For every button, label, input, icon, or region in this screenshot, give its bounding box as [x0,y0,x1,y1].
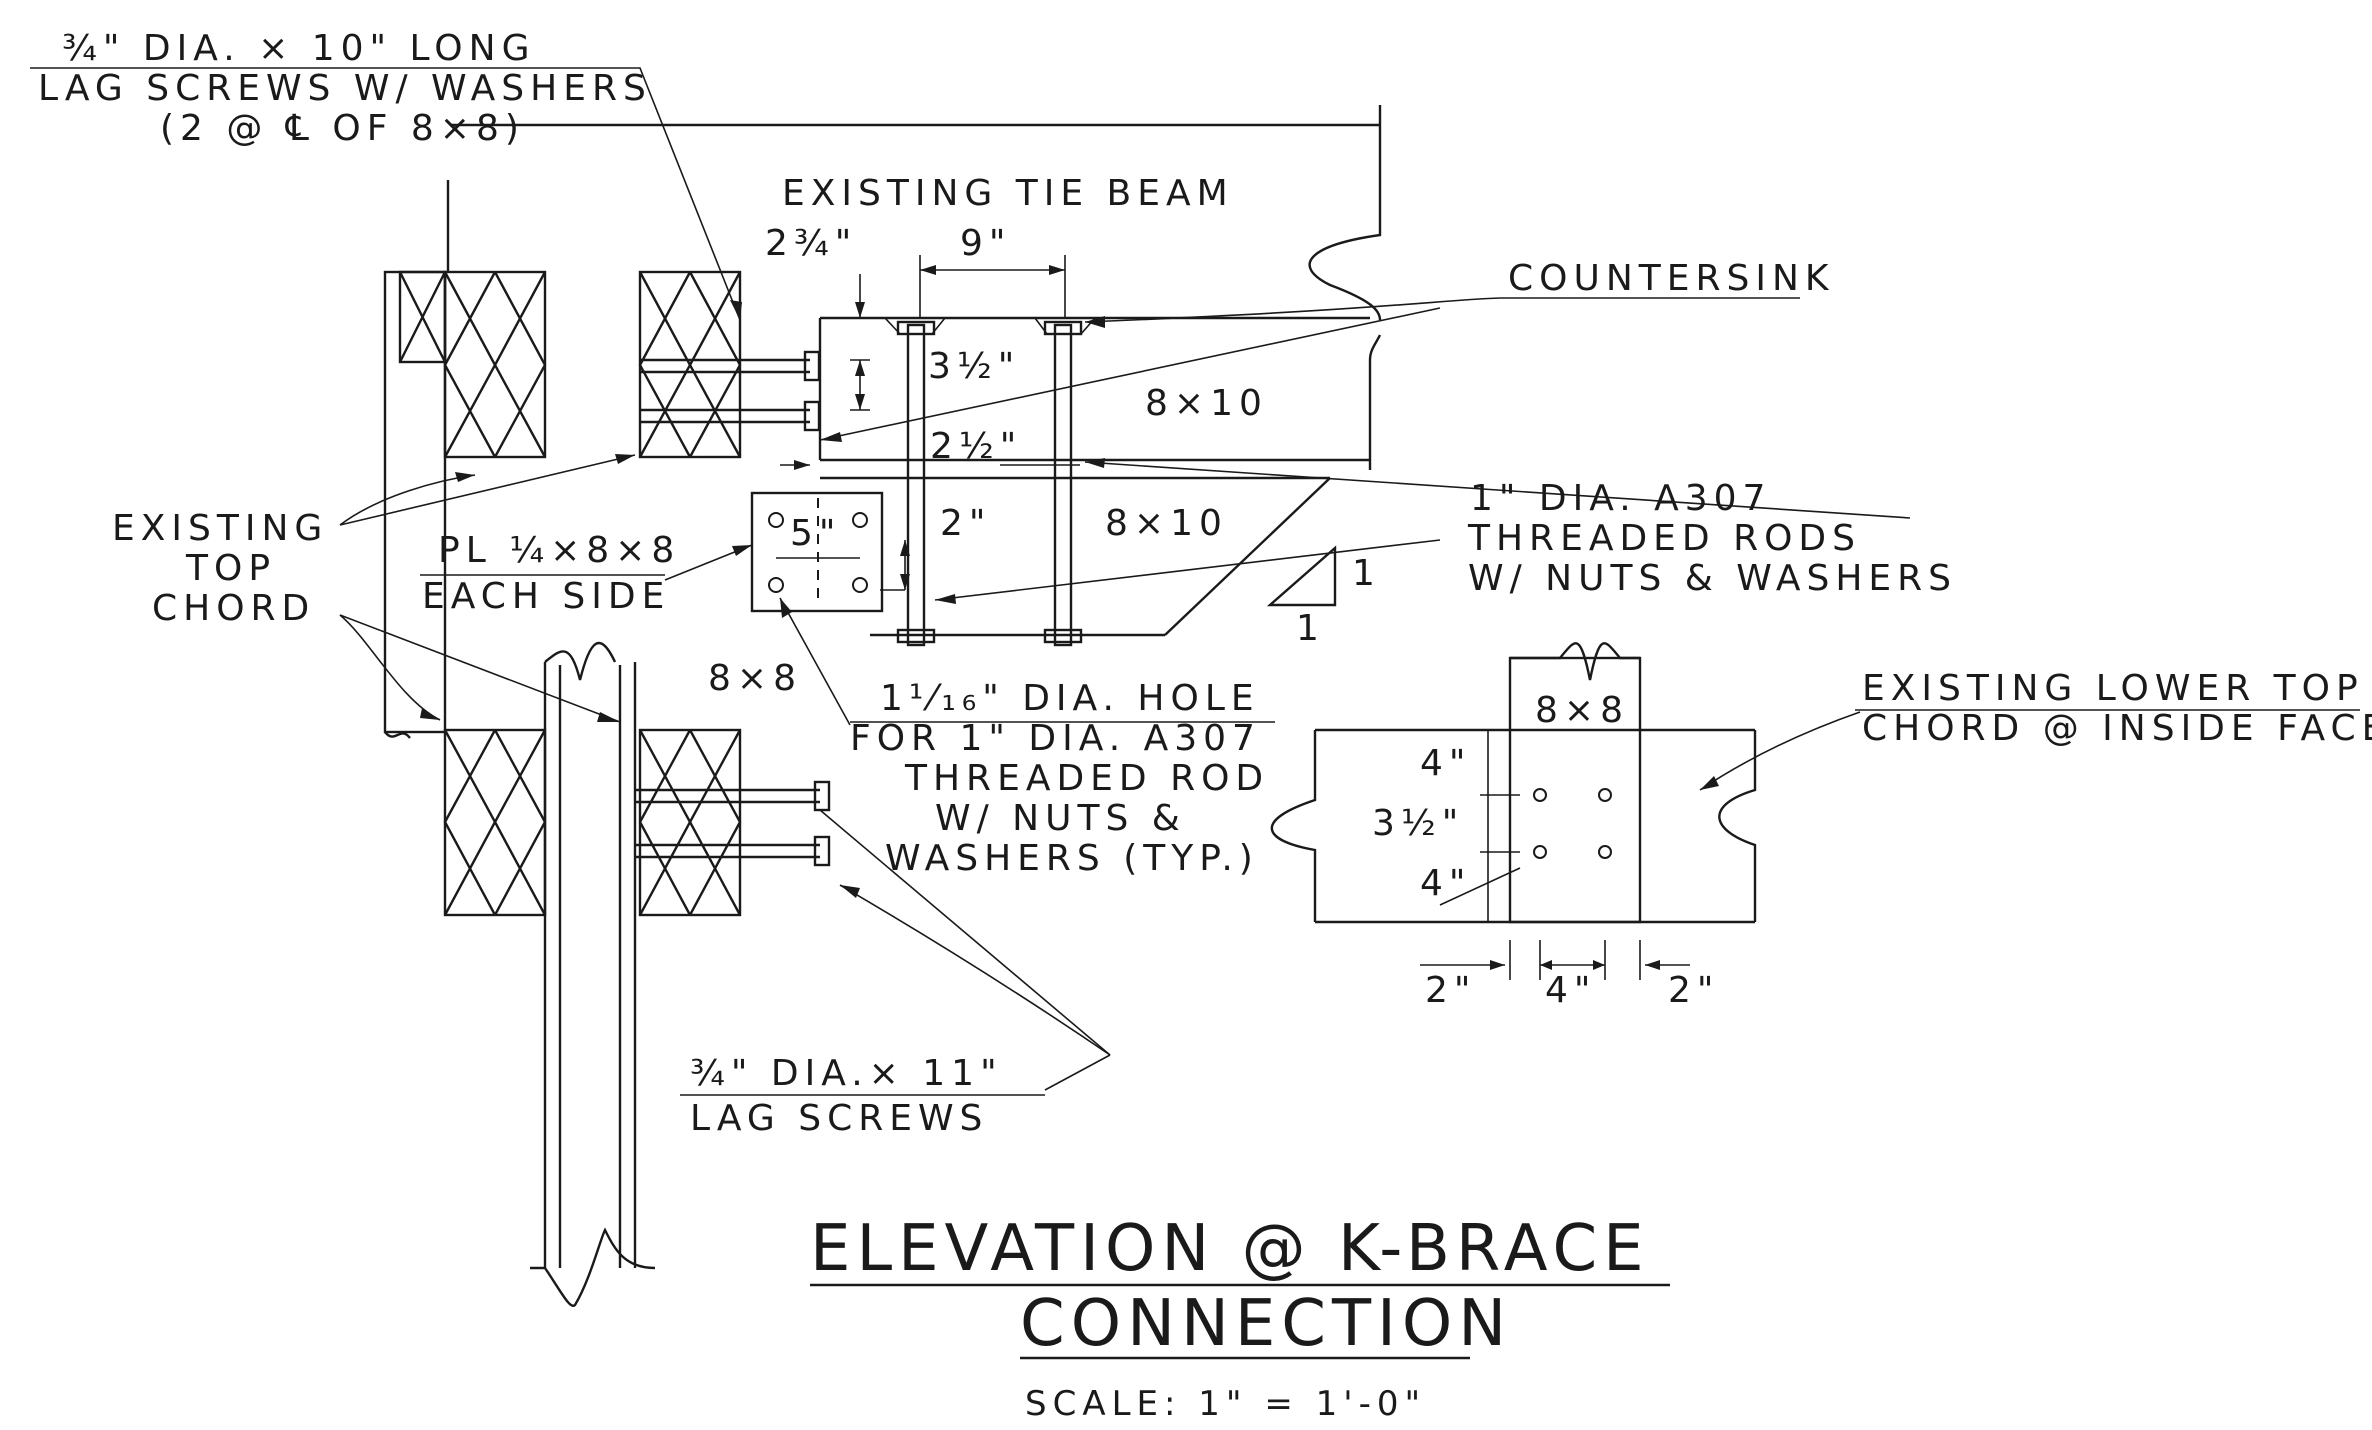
hole-label-line5: WASHERS (TYP.) [885,838,1259,879]
upper-8x10-beam [818,316,1370,462]
detail-dim-2-left: 2" [1425,970,1476,1011]
title-line-2: CONNECTION [1020,1287,1512,1361]
plate-label-line1: PL ¼×8×8 [438,530,680,571]
title-line-1: ELEVATION @ K-BRACE [810,1212,1650,1286]
detail-dim-4-top: 4" [1420,743,1471,784]
top-chord-blocks-lower [384,728,742,917]
dimension-text: 2¾" 9" 3½" 2½" 2" 5" 4" 3½" 4" 2" 4" 2" [765,223,1719,1011]
detail-dim-4-middle: 4" [1545,970,1596,1011]
rod-label-line2: THREADED RODS [1467,518,1861,559]
slope-vertical-label: 1 [1352,553,1381,594]
detail-connection [1270,642,1757,980]
existing-top-chord-line3: CHORD [152,588,315,629]
tie-beam-label: EXISTING TIE BEAM [782,173,1234,214]
existing-top-chord-line1: EXISTING [112,508,328,549]
existing-top-chord-line2: TOP [185,548,276,589]
dim-3-1-2: 3½" [928,346,1020,387]
lag-11-label-line1: ¾" DIA.× 11" [690,1053,1003,1094]
hole-label-line2: FOR 1" DIA. A307 [850,718,1261,759]
countersink-label: COUNTERSINK [1508,258,1835,299]
lag-10-label-line3: (2 @ ℄ OF 8×8) [160,108,525,149]
member-labels: 8×10 8×10 8×8 8×8 [708,383,1629,731]
title-block: ELEVATION @ K-BRACE CONNECTION SCALE: 1"… [810,1212,1670,1424]
dim-2: 2" [940,503,991,544]
threaded-rods [884,317,1096,647]
leader-lines [30,67,1911,1091]
steel-plate [750,491,884,613]
hole-label-line1: 1¹⁄₁₆" DIA. HOLE [880,678,1260,719]
detail-dim-3-1-2: 3½" [1372,803,1464,844]
dim-2-1-2: 2½" [930,426,1022,467]
hole-label-line4: W/ NUTS & [935,798,1186,839]
lower-8x10-beam [820,476,1331,637]
lag-screws [635,350,831,867]
callout-text: ¾" DIA. × 10" LONG LAG SCREWS W/ WASHERS… [38,28,2372,1139]
slope-horizontal-label: 1 [1296,608,1325,649]
post-size: 8×8 [708,658,802,699]
top-chord-blocks-upper [383,180,742,734]
detail-dim-4-bottom: 4" [1420,863,1471,904]
scale-label: SCALE: 1" = 1'-0" [1025,1384,1426,1424]
rod-label-line3: W/ NUTS & WASHERS [1468,558,1957,599]
lag-10-label-line2: LAG SCREWS W/ WASHERS [38,68,652,109]
central-8x8-post [530,641,656,1307]
tie-beam-outline [450,105,1382,470]
plate-label-line2: EACH SIDE [422,576,670,617]
hole-label-line3: THREADED ROD [904,758,1269,799]
upper-beam-size: 8×10 [1145,383,1268,424]
detail-post-size: 8×8 [1535,690,1629,731]
dim-2-3-4: 2¾" [765,223,857,264]
lower-chord-label-line1: EXISTING LOWER TOP [1862,668,2364,709]
lower-chord-label-line2: CHORD @ INSIDE FACE [1862,708,2372,749]
dim-5: 5" [790,513,841,554]
lag-10-label-line1: ¾" DIA. × 10" LONG [62,28,535,69]
slope-triangle: 1 1 [1266,545,1381,649]
dim-9: 9" [960,223,1011,264]
lag-11-label-line2: LAG SCREWS [690,1098,988,1139]
detail-dim-2-right: 2" [1668,970,1719,1011]
rod-label-line1: 1" DIA. A307 [1470,478,1771,519]
lower-beam-size: 8×10 [1105,503,1228,544]
